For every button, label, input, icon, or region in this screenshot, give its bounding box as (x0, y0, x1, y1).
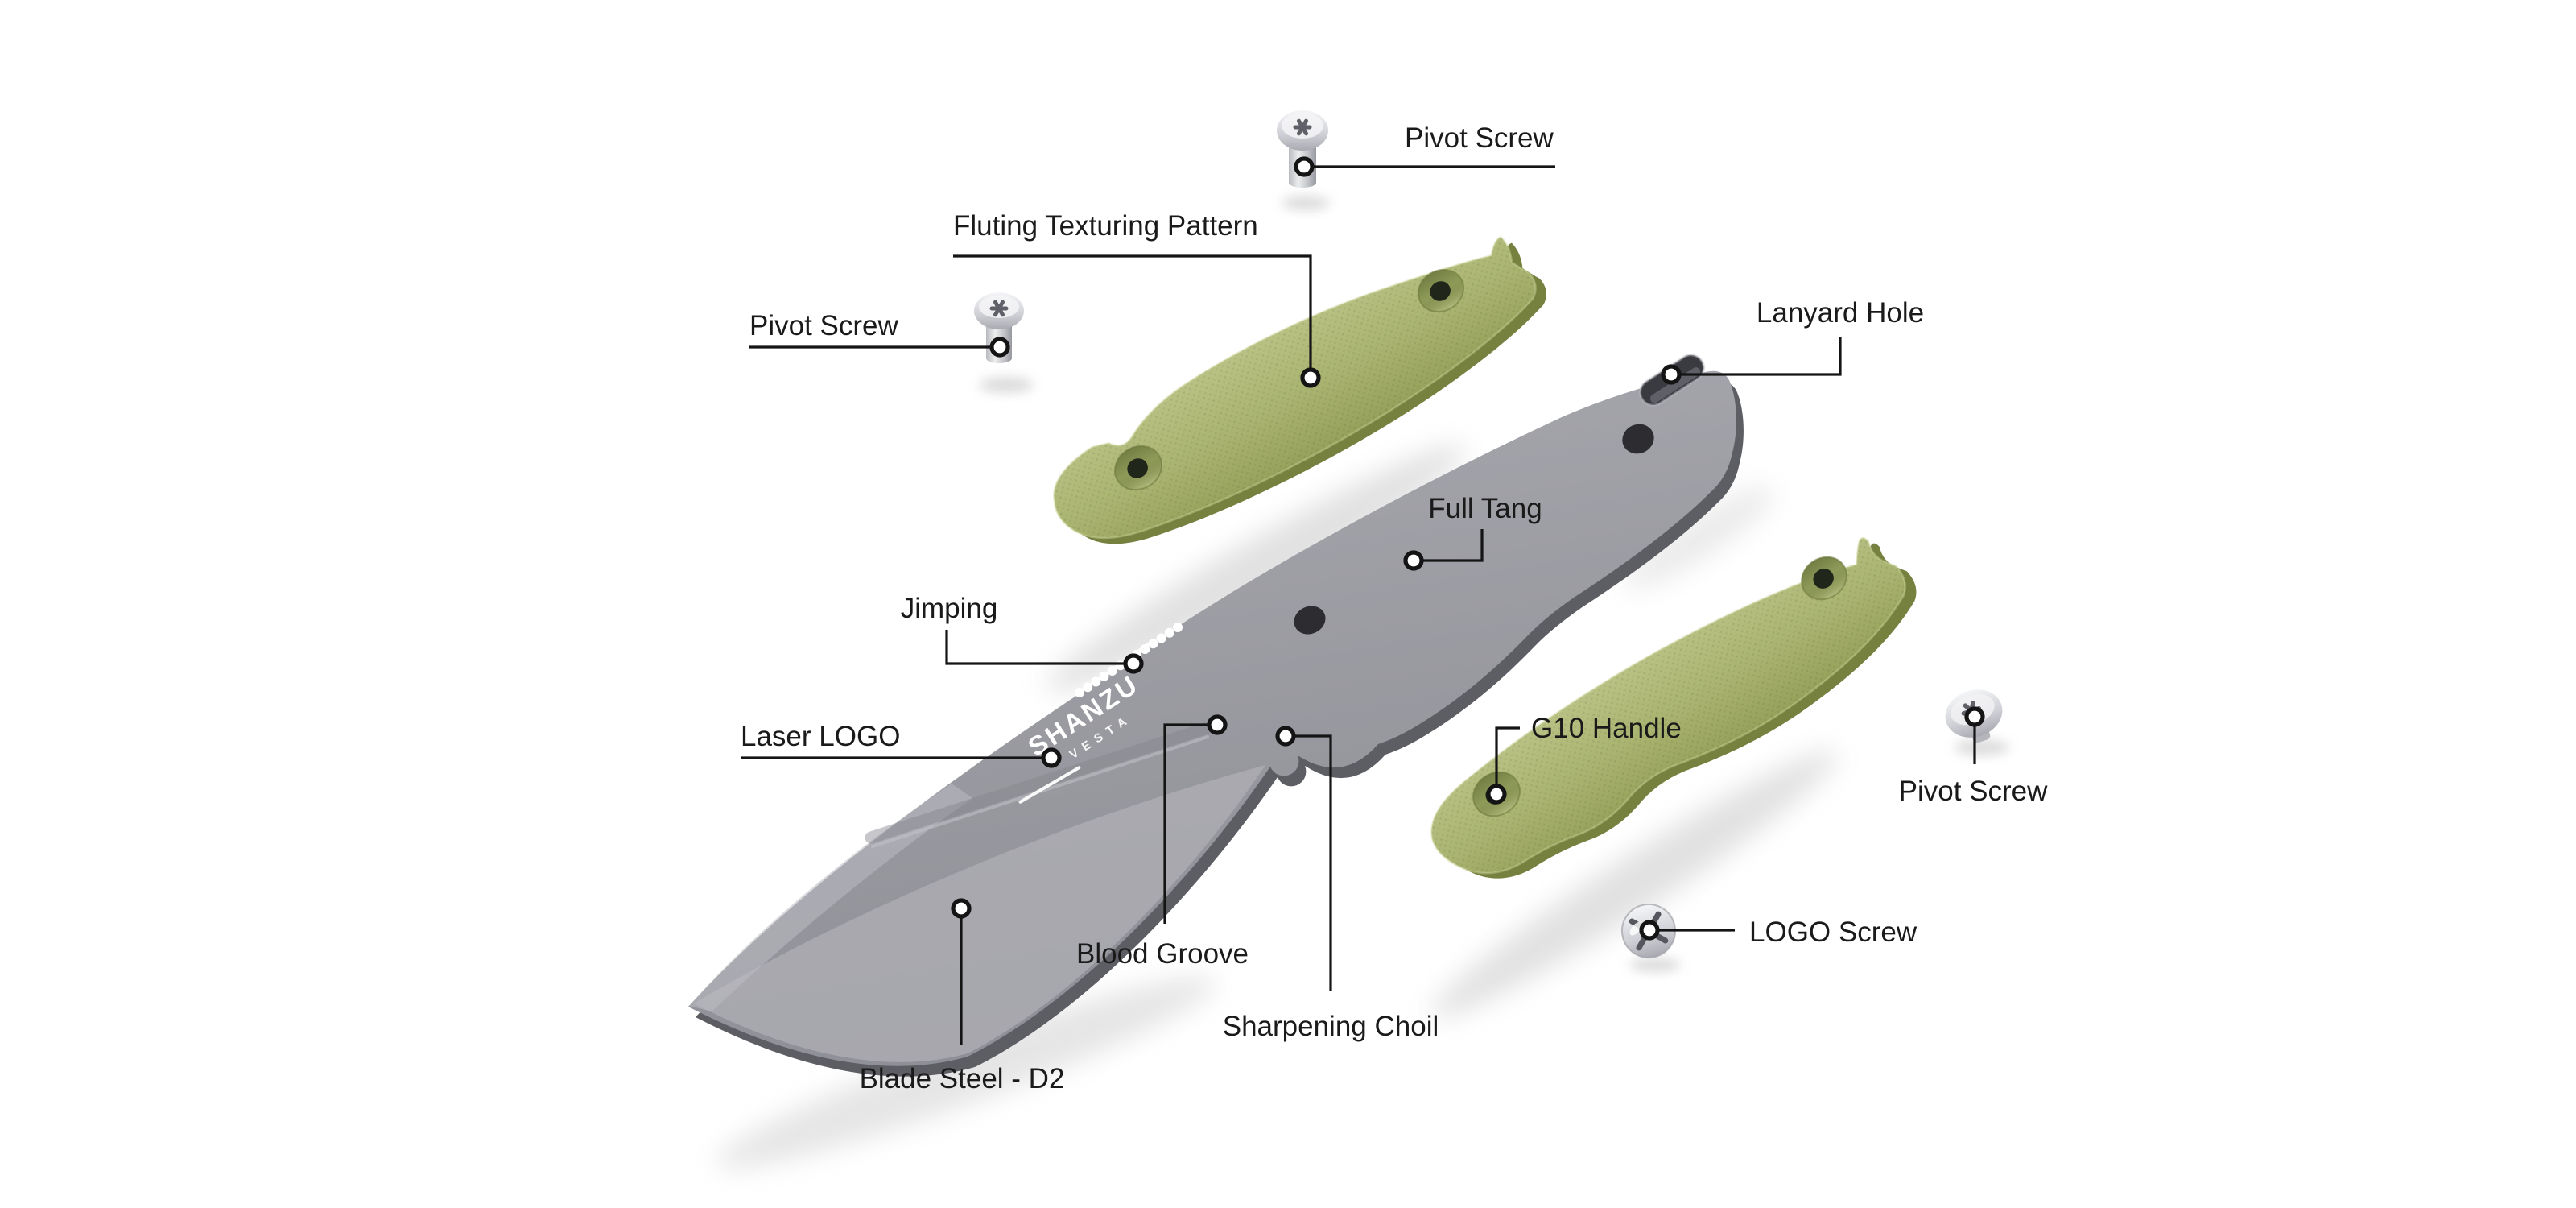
label-logo-screw: LOGO Screw (1749, 916, 1918, 948)
label-blood-groove: Blood Groove (1076, 938, 1249, 970)
leader-sharpening-choil (1294, 734, 1332, 991)
label-pivot-screw-left: Pivot Screw (749, 310, 898, 341)
label-pivot-screw-top: Pivot Screw (1405, 122, 1554, 154)
leader-g10-handle (1495, 726, 1520, 784)
jimping-notch (1173, 623, 1183, 632)
tang-hole (1622, 424, 1654, 454)
countersunk-hole (1801, 556, 1847, 601)
jimping-notch (1083, 682, 1093, 693)
label-lanyard-hole: Lanyard Hole (1757, 297, 1924, 329)
label-blade-steel: Blade Steel - D2 (860, 1063, 1065, 1094)
marker-full-tang (1403, 550, 1424, 571)
jimping-notch (1164, 627, 1174, 638)
jimping-notch (1156, 633, 1166, 643)
ground-shadows (716, 196, 2009, 1169)
marker-laser-logo (1041, 747, 1062, 768)
label-fluting: Fluting Texturing Pattern (953, 210, 1258, 242)
marker-pivot-screw-left (989, 337, 1010, 358)
tang-hole (1294, 606, 1326, 635)
label-jimping: Jimping (901, 593, 998, 624)
label-sharpening-choil: Sharpening Choil (1223, 1011, 1439, 1042)
blade-swedge (689, 784, 972, 1011)
marker-lanyard-hole (1661, 364, 1682, 385)
blade-bevel (694, 765, 1265, 1062)
logo-slash-bottom (1018, 766, 1081, 804)
blade-and-tang: SHANZU VESTA (688, 354, 1744, 1077)
label-full-tang: Full Tang (1428, 493, 1542, 524)
label-g10-handle: G10 Handle (1531, 713, 1682, 744)
marker-g10-handle (1486, 784, 1507, 805)
countersunk-hole (1113, 445, 1163, 491)
torx-recess (1293, 118, 1312, 136)
marker-jimping (1123, 653, 1144, 674)
pivot-screw-top-part (1277, 110, 1328, 188)
marker-blood-groove (1207, 714, 1228, 735)
marker-fluting (1300, 367, 1321, 388)
torx-recess (989, 300, 1009, 317)
jimping-notch (1075, 688, 1084, 697)
pivot-screw-left-part (974, 292, 1024, 363)
leader-full-tang (1423, 529, 1484, 562)
marker-sharpening-choil (1275, 726, 1296, 747)
label-laser-logo: Laser LOGO (741, 721, 900, 752)
handle-scale-upper-holes (1113, 268, 1465, 491)
leader-lanyard-hole (1681, 337, 1842, 376)
marker-logo-screw (1639, 920, 1660, 941)
leader-fluting (953, 254, 1312, 368)
blood-groove-shape (865, 721, 1216, 844)
leader-blood-groove (1163, 723, 1208, 924)
marker-pivot-screw-right (1964, 706, 1985, 727)
marker-pivot-screw-top (1294, 156, 1315, 177)
marker-blade-steel (951, 898, 972, 919)
countersunk-hole (1417, 268, 1465, 313)
label-pivot-screw-right: Pivot Screw (1899, 776, 2048, 807)
leader-jimping (945, 630, 1124, 665)
